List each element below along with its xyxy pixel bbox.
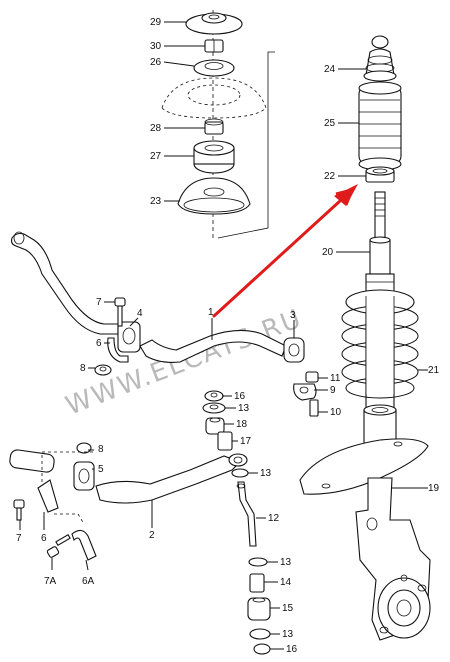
label-27: 27: [150, 151, 162, 162]
label-18: 18: [236, 419, 248, 430]
label-13-b: 13: [260, 468, 272, 479]
label-4: 4: [137, 308, 143, 319]
label-19: 19: [428, 483, 440, 494]
part-30-nut: [204, 39, 224, 53]
label-17: 17: [240, 436, 252, 447]
part-8-nut-lower: [76, 442, 92, 454]
label-10: 10: [330, 407, 342, 418]
part-5-bushing: [73, 461, 95, 491]
label-6-upper: 6: [96, 338, 102, 349]
label-30: 30: [150, 41, 162, 52]
label-13-a: 13: [238, 403, 250, 414]
part-24-bump-stop: [363, 35, 397, 82]
highlight-arrow: [212, 184, 358, 318]
part-11-nut: [305, 371, 319, 383]
spring-seat-tube: [363, 404, 397, 445]
label-22: 22: [324, 171, 336, 182]
part-7-bolt-lower: [13, 499, 25, 521]
part-21-coil-spring: [341, 289, 419, 399]
label-13-d: 13: [282, 629, 294, 640]
label-5: 5: [98, 464, 104, 475]
part-2-stabilizer-bar: [9, 449, 248, 504]
label-21: 21: [428, 365, 440, 376]
label-8-lower: 8: [98, 444, 104, 455]
part-9-clamp: [293, 383, 317, 401]
part-14-sleeve: [249, 573, 265, 593]
part-6a-clamp: [71, 529, 97, 561]
part-23-mount: [177, 177, 251, 215]
label-24: 24: [324, 64, 336, 75]
label-12: 12: [268, 513, 280, 524]
label-11: 11: [330, 373, 341, 384]
part-19-spring-plate: [299, 438, 429, 495]
part-15-bushing: [247, 597, 271, 621]
part-6-clamp-lower: [37, 479, 59, 513]
part-7a-bolt: [46, 534, 71, 558]
part-16-nut-lower: [253, 643, 271, 655]
part-16-washer: [204, 390, 224, 402]
label-26: 26: [150, 57, 162, 68]
part-13-washer-b: [231, 468, 249, 478]
label-28: 28: [150, 123, 162, 134]
label-23: 23: [150, 196, 162, 207]
piston-rod: [374, 191, 386, 241]
label-8-upper: 8: [80, 363, 86, 374]
part-12-link-rod: [236, 481, 257, 547]
label-6-lower: 6: [41, 533, 47, 544]
part-29-cap: [185, 12, 243, 35]
part-1-stabilizer-bar: [10, 231, 287, 363]
label-3: 3: [290, 310, 296, 321]
part-3-link: [283, 337, 305, 363]
part-10-bolt: [309, 399, 319, 417]
part-28-sleeve: [204, 118, 224, 135]
label-13-c: 13: [280, 557, 292, 568]
label-2: 2: [149, 530, 155, 541]
label-15: 15: [282, 603, 294, 614]
label-16-lower: 16: [286, 644, 298, 655]
part-6-clamp: [107, 337, 129, 363]
label-20: 20: [322, 247, 334, 258]
part-13-washer-d: [249, 628, 271, 640]
label-29: 29: [150, 17, 162, 28]
label-16: 16: [234, 391, 246, 402]
label-6a: 6A: [82, 576, 95, 587]
part-8-nut: [94, 364, 112, 376]
part-18-bushing: [205, 417, 225, 435]
label-7-upper: 7: [96, 297, 102, 308]
label-14: 14: [280, 577, 292, 588]
watermark: WWW.ELCATS.RU: [62, 304, 307, 422]
part-17-sleeve: [217, 431, 233, 451]
part-25-boot: [358, 81, 402, 171]
part-4-bushing: [117, 321, 141, 353]
label-7a: 7A: [44, 576, 57, 587]
label-1: 1: [208, 307, 214, 318]
part-13-washer-a: [202, 402, 226, 414]
label-25: 25: [324, 118, 336, 129]
part-27-bearing: [193, 140, 235, 174]
part-26-washer: [193, 59, 235, 77]
part-13-washer-c: [248, 557, 268, 567]
label-9: 9: [330, 385, 336, 396]
part-22-ring: [365, 166, 395, 183]
steering-knuckle: [355, 477, 431, 641]
label-7-lower: 7: [16, 533, 22, 544]
